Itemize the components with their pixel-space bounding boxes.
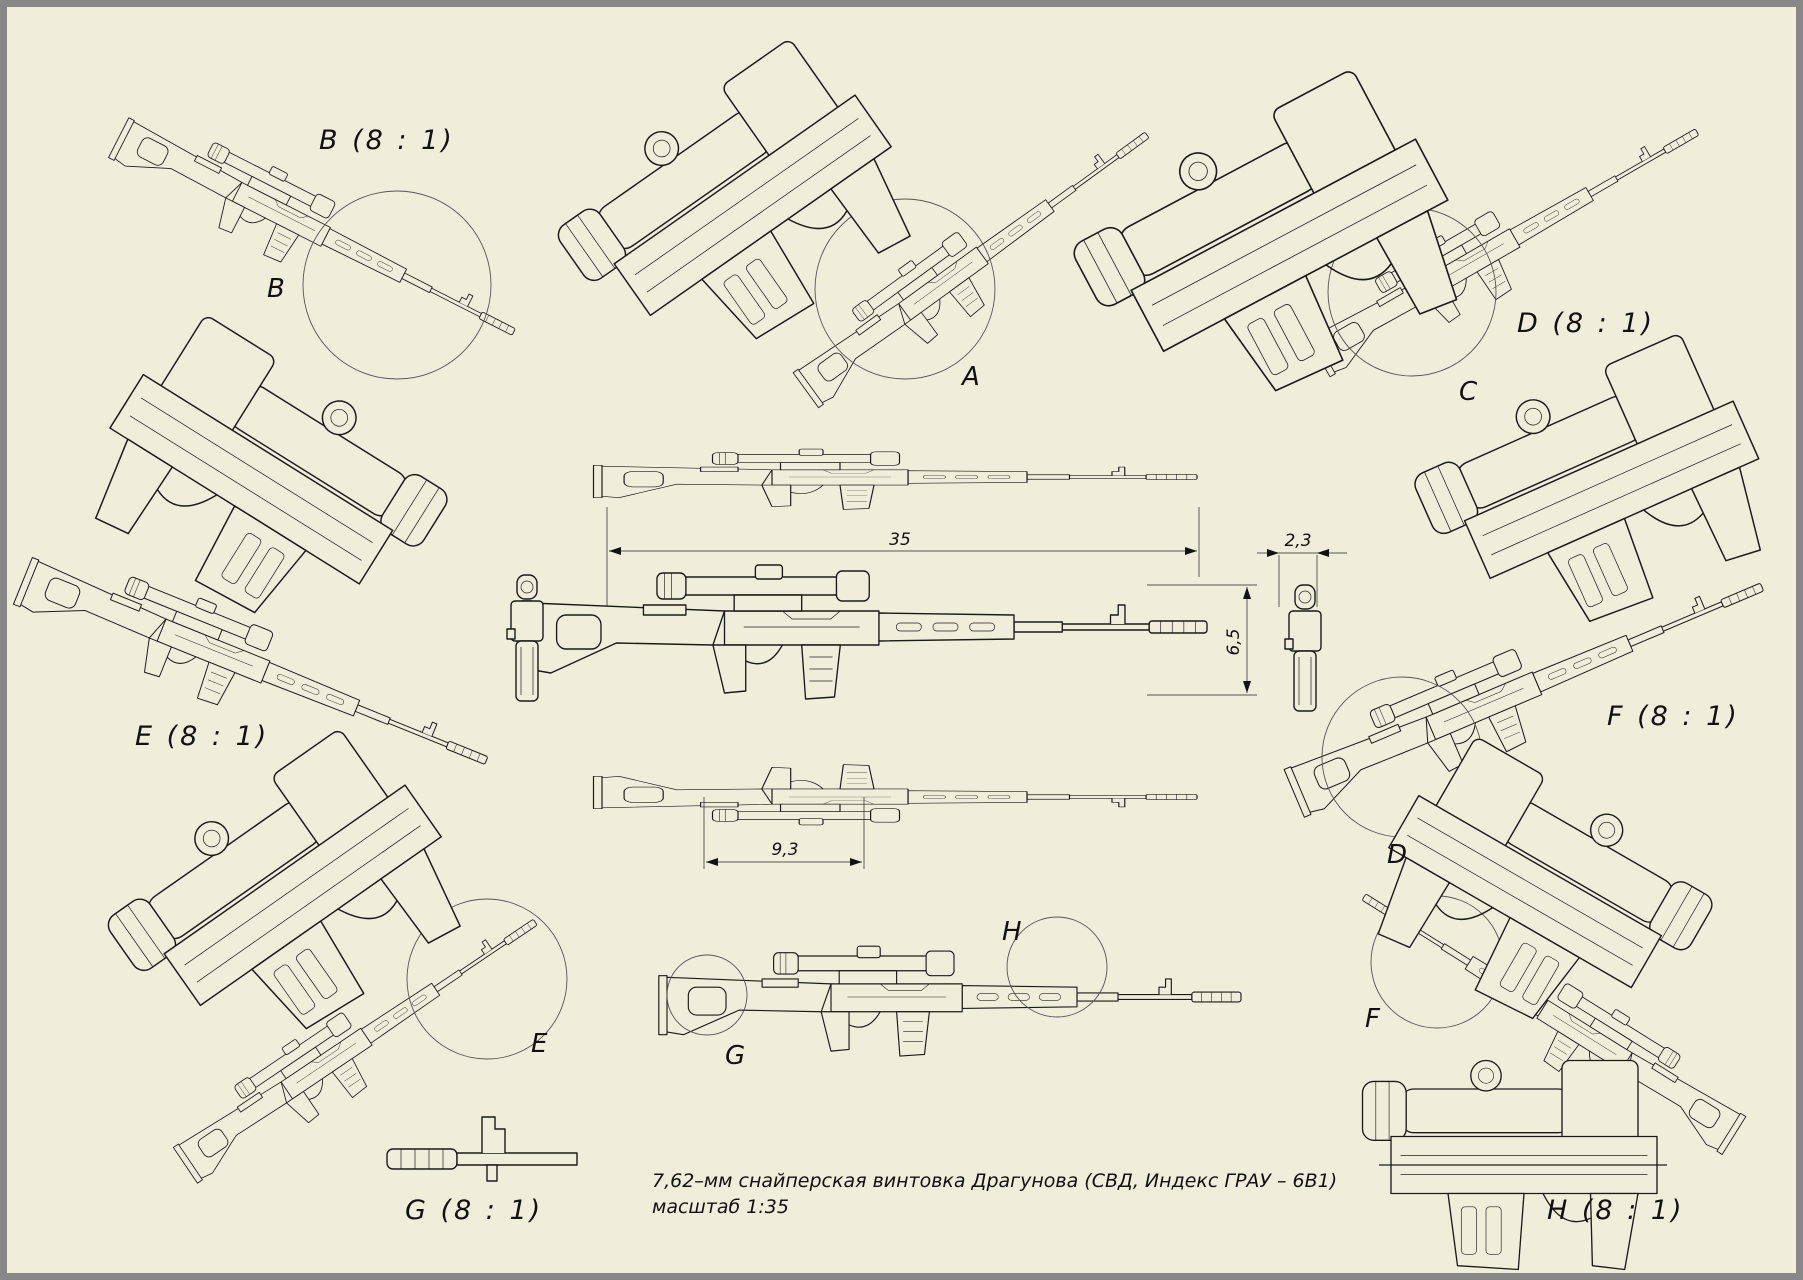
detail-letter-e: E (531, 1029, 548, 1059)
side-view-rifle (521, 564, 1208, 700)
view-label-g81: G (8 : 1) (405, 1195, 543, 1226)
side-view-lower (658, 916, 1242, 1057)
isometric-view-a (780, 104, 1173, 421)
dimension-width-text: 2,3 (1284, 531, 1311, 551)
detail-view-h81 (1361, 1059, 1668, 1271)
dimension-height: 6,5 (1147, 584, 1257, 696)
detail-letter-b: B (267, 274, 285, 304)
view-label-d81: D (8 : 1) (1517, 308, 1655, 339)
detail-view-g-left (89, 715, 491, 1093)
front-end-view (1284, 584, 1322, 712)
bottom-view-rifle (592, 764, 1198, 826)
view-label-f81: F (8 : 1) (1607, 701, 1740, 732)
detail-letter-h: H (1002, 917, 1022, 947)
detail-view-d81 (1056, 57, 1492, 450)
view-label-b81: B (8 : 1) (319, 125, 455, 156)
detail-letter-f: F (1365, 1004, 1381, 1034)
technical-drawing: 35 6,5 2,3 9,3 (7, 25, 1794, 1271)
drawing-sheet: 35 6,5 2,3 9,3 (7, 7, 1796, 1273)
detail-letter-a: A (960, 362, 980, 392)
caption-title: 7,62–мм снайперская винтовка Драгунова (… (652, 1170, 1337, 1192)
top-view-rifle (592, 448, 1198, 510)
detail-letter-c: C (1459, 377, 1478, 407)
dimension-length: 35 (606, 507, 1200, 607)
dimension-height-text: 6,5 (1224, 628, 1244, 655)
detail-view-b81 (539, 25, 941, 403)
isometric-view-b (100, 97, 532, 380)
detail-view-g81 (386, 1116, 578, 1182)
view-label-h81: H (8 : 1) (1547, 1195, 1685, 1226)
detail-letter-d: D (1387, 840, 1407, 870)
caption-scale: масштаб 1:35 (652, 1196, 789, 1218)
dimension-scope-length-text: 9,3 (771, 840, 798, 860)
detail-letter-g: G (725, 1041, 745, 1071)
dimension-length-text: 35 (889, 530, 911, 550)
isometric-view-e (160, 890, 568, 1197)
dimension-width: 2,3 (1257, 531, 1347, 607)
detail-view-c (1400, 323, 1794, 669)
rear-end-view (506, 574, 544, 702)
dimension-scope-length: 9,3 (703, 797, 865, 869)
view-label-e81: E (8 : 1) (135, 721, 269, 752)
